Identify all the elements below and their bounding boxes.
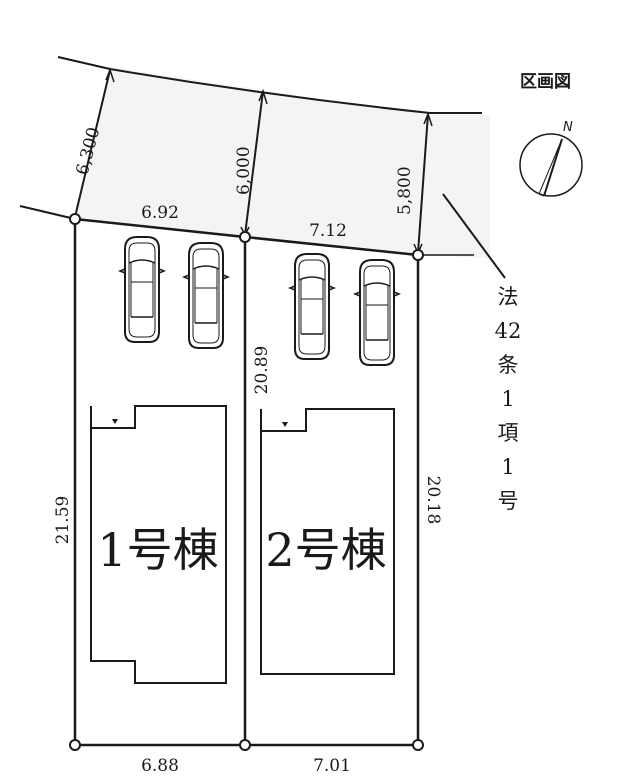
building-2: 2号棟 (260, 408, 395, 675)
road-area (19, 56, 490, 258)
boundary-markers (69, 213, 424, 751)
car-icon (183, 242, 229, 349)
lot2-frontage: 7.12 (309, 221, 347, 241)
lot1-left-depth: 21.59 (53, 496, 73, 545)
lot-shared-depth: 20.89 (252, 346, 272, 395)
page-title: 区画図 (520, 72, 571, 92)
svg-text:1: 1 (501, 387, 514, 411)
svg-text:号: 号 (498, 489, 519, 513)
car-icon (354, 259, 400, 366)
road-classification-note: 法 42 条 1 項 1 号 (495, 285, 522, 513)
svg-text:法: 法 (498, 285, 519, 309)
lot2-rear: 7.01 (313, 756, 351, 776)
parking-lot2 (289, 253, 400, 366)
car-icon (289, 253, 335, 360)
building-2-label: 2号棟 (265, 523, 386, 577)
svg-text:項: 項 (498, 421, 519, 445)
lot-dimensions: 6.92 7.12 21.59 20.89 20.18 6.88 7.01 (53, 203, 443, 776)
road-width-middle: 6,000 (234, 146, 254, 195)
parking-lot1 (119, 236, 229, 349)
note-leader-line (442, 193, 506, 279)
car-icon (119, 236, 165, 343)
lot1-rear: 6.88 (141, 756, 179, 776)
svg-text:1: 1 (501, 455, 514, 479)
svg-text:条: 条 (498, 353, 519, 377)
north-label: N (563, 120, 573, 135)
svg-text:42: 42 (495, 319, 522, 343)
lot-boundaries (73, 217, 420, 747)
building-1-label: 1号棟 (97, 523, 218, 577)
building-1: 1号棟 (90, 405, 227, 684)
lot1-frontage: 6.92 (141, 203, 179, 223)
lot2-right-depth: 20.18 (423, 476, 443, 525)
north-arrow-icon: N (519, 120, 583, 197)
road-width-right: 5,800 (395, 166, 415, 215)
